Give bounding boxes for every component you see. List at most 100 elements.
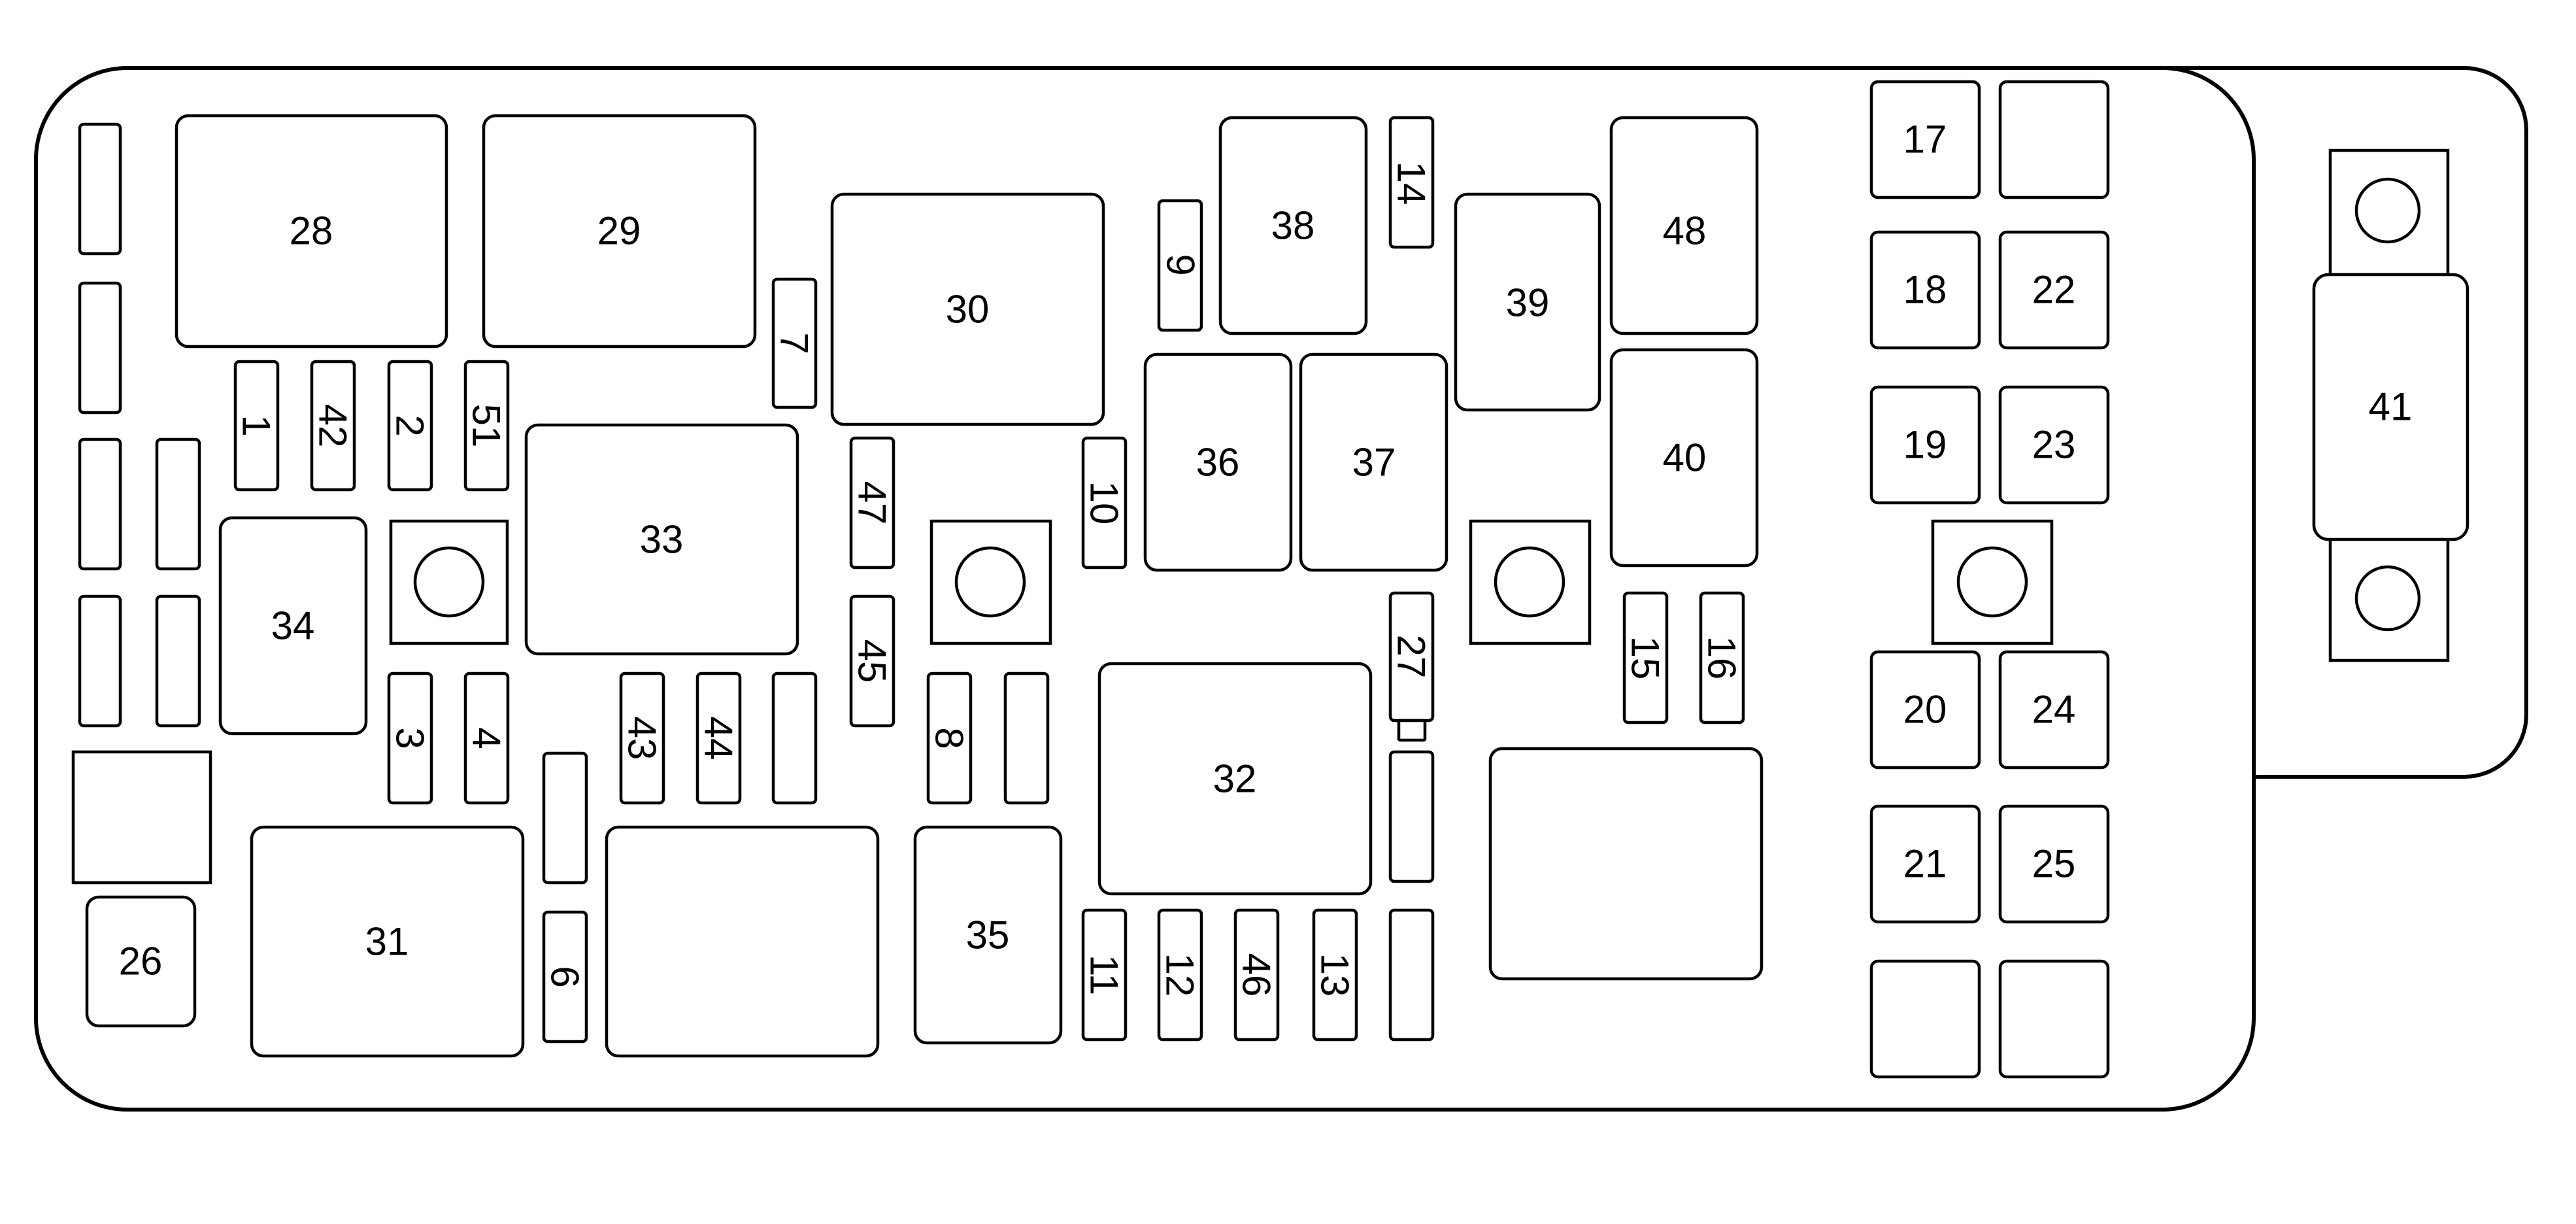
stud-bolt-icon [413, 546, 485, 618]
label-38: 38 [1271, 204, 1315, 248]
blank-slot [78, 437, 122, 571]
fuse-29 [482, 114, 757, 348]
label-23: 23 [2032, 423, 2076, 467]
blank-slot [71, 750, 212, 885]
blank-slot [78, 281, 122, 415]
label-12: 12 [1158, 953, 1202, 997]
blank-slot [78, 122, 122, 256]
fuse-32 [1097, 662, 1373, 896]
fuse-37 [1299, 352, 1448, 572]
label-42: 42 [311, 404, 355, 448]
fuse-24 [1998, 650, 2110, 770]
label-7: 7 [773, 332, 816, 354]
label-47: 47 [850, 481, 894, 525]
fuse-17 [1869, 80, 1981, 199]
fuse-40 [1609, 348, 1759, 568]
blank-slot [1998, 959, 2110, 1079]
fuse-1 [233, 360, 280, 492]
stud-bolt-icon [1494, 546, 1565, 618]
fuse-30 [830, 192, 1105, 426]
label-34: 34 [271, 604, 315, 648]
fuse-35 [913, 825, 1063, 1045]
label-17: 17 [1903, 118, 1947, 162]
label-16: 16 [1700, 636, 1744, 680]
fuse-28 [175, 114, 448, 348]
label-35: 35 [966, 913, 1010, 957]
label-39: 39 [1506, 281, 1550, 325]
fuse-20 [1869, 650, 1981, 770]
fuse-14 [1388, 116, 1435, 249]
blank-slot [155, 437, 201, 571]
label-18: 18 [1903, 268, 1947, 312]
label-21: 21 [1903, 842, 1947, 886]
fuse-21 [1869, 804, 1981, 924]
fuse-3 [387, 672, 433, 805]
label-9: 9 [1159, 254, 1203, 275]
fuse-44 [695, 672, 742, 805]
fuse-41-bottom-bolt-icon [2354, 565, 2421, 632]
label-51: 51 [465, 404, 509, 448]
blank-slot [1869, 959, 1981, 1079]
fuse-19 [1869, 385, 1981, 505]
label-8: 8 [928, 727, 971, 749]
fuse-38 [1218, 116, 1368, 335]
label-24: 24 [2032, 688, 2076, 732]
label-43: 43 [620, 717, 664, 760]
fuse-42 [310, 360, 356, 492]
label-20: 20 [1903, 688, 1947, 732]
label-15: 15 [1624, 636, 1667, 680]
fuse-13 [1312, 908, 1358, 1042]
fuse-10 [1081, 436, 1128, 570]
blank-slot [1388, 908, 1435, 1042]
blank-slot [155, 594, 201, 728]
fuse-11 [1081, 908, 1128, 1042]
fuse-26 [85, 895, 197, 1028]
fuse-8 [926, 672, 973, 805]
fuse-4 [463, 672, 510, 805]
label-31: 31 [365, 920, 409, 964]
fuse-27-tab [1397, 719, 1427, 742]
label-1: 1 [235, 415, 278, 436]
fuse-51 [463, 360, 510, 492]
stud-bolt-icon [1956, 546, 2028, 618]
fuse-36 [1143, 352, 1293, 572]
label-45: 45 [850, 639, 894, 683]
fuse-18 [1869, 230, 1981, 350]
label-29: 29 [597, 209, 641, 253]
label-11: 11 [1082, 955, 1126, 995]
label-26: 26 [119, 940, 163, 983]
label-22: 22 [2032, 268, 2076, 312]
blank-relay [605, 825, 880, 1058]
label-3: 3 [388, 727, 432, 749]
fuse-48 [1609, 116, 1759, 335]
label-36: 36 [1196, 441, 1240, 484]
blank-slot [771, 672, 818, 805]
label-33: 33 [640, 518, 684, 562]
fuse-2 [387, 360, 433, 492]
fuse-23 [1998, 385, 2110, 505]
label-6: 6 [543, 966, 587, 987]
label-14: 14 [1390, 162, 1433, 205]
fuse-12 [1157, 908, 1203, 1042]
fuse-39 [1454, 192, 1601, 412]
blank-slot [1388, 750, 1435, 883]
stud-bolt-icon [954, 546, 1026, 618]
label-40: 40 [1663, 436, 1707, 480]
label-19: 19 [1903, 423, 1947, 467]
label-28: 28 [290, 209, 333, 253]
fuse-33 [524, 423, 799, 656]
fuse-16 [1699, 591, 1745, 724]
fuse-46 [1233, 908, 1280, 1042]
label-41: 41 [2369, 385, 2413, 429]
fuse-22 [1998, 230, 2110, 350]
blank-slot [542, 751, 588, 885]
label-44: 44 [697, 717, 741, 760]
label-30: 30 [946, 288, 990, 332]
fuse-7 [771, 277, 818, 409]
label-48: 48 [1663, 209, 1707, 253]
label-2: 2 [388, 415, 432, 436]
fuse-41 [2312, 273, 2469, 541]
blank-relay [1488, 747, 1764, 981]
label-46: 46 [1235, 953, 1279, 997]
